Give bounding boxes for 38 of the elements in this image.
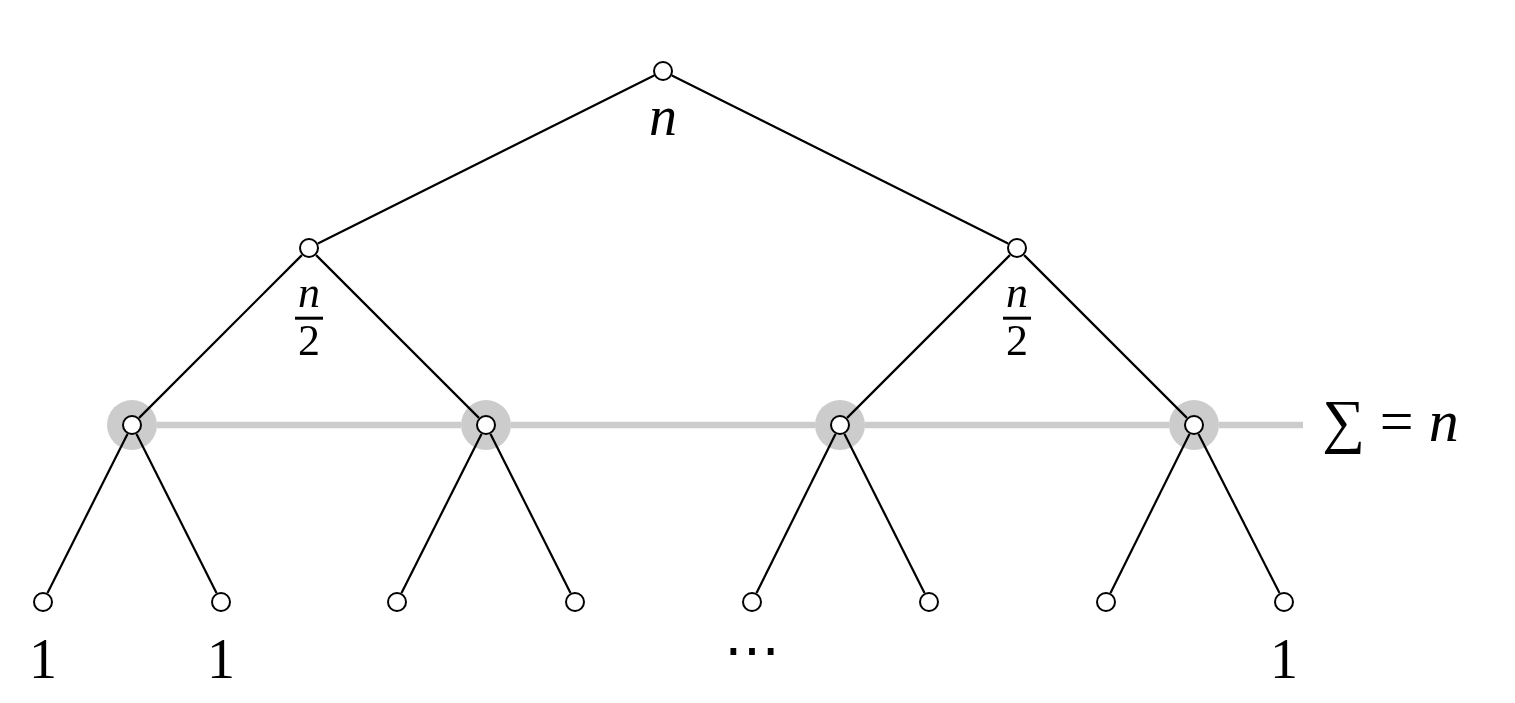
tree-edge — [671, 74, 1009, 245]
tree-edge — [843, 433, 926, 594]
value-label: 1 — [29, 631, 57, 687]
tree-edge — [46, 433, 129, 594]
sum-equation: ∑ = n — [1303, 391, 1467, 459]
tree-edge — [1109, 433, 1191, 594]
tree-edge — [489, 433, 572, 594]
tree-edge — [135, 433, 218, 594]
tree-node-circle — [1274, 592, 1294, 612]
tree-edge — [1023, 254, 1188, 419]
tree-edge — [846, 254, 1011, 419]
tree-node-circle — [1096, 592, 1116, 612]
tree-node-circle — [742, 592, 762, 612]
tree-node-circle — [919, 592, 939, 612]
fraction-numerator: n — [1006, 271, 1028, 315]
highlight-line — [511, 421, 815, 429]
tree-node-circle — [33, 592, 53, 612]
tree-edge — [1197, 433, 1281, 594]
tree-edge — [315, 254, 480, 419]
tree-node-circle — [565, 592, 585, 612]
fraction-denominator: 2 — [1006, 319, 1028, 363]
ellipsis-label: ⋯ — [724, 622, 780, 678]
fraction-denominator: 2 — [298, 319, 320, 363]
tree-edge — [138, 254, 303, 419]
tree-node-circle — [653, 61, 673, 81]
tree-edge — [755, 433, 837, 594]
tree-edge — [400, 433, 483, 594]
tree-node-circle — [1007, 238, 1027, 258]
tree-node-circle — [211, 592, 231, 612]
value-label: 1 — [1270, 631, 1298, 687]
highlight-line — [865, 421, 1169, 429]
fraction-numerator: n — [298, 271, 320, 315]
tree-node-circle — [387, 592, 407, 612]
tree-edge — [317, 74, 655, 245]
value-label: n — [649, 88, 677, 144]
value-label: 1 — [207, 631, 235, 687]
tree-node-circle — [299, 238, 319, 258]
highlight-line — [157, 421, 461, 429]
